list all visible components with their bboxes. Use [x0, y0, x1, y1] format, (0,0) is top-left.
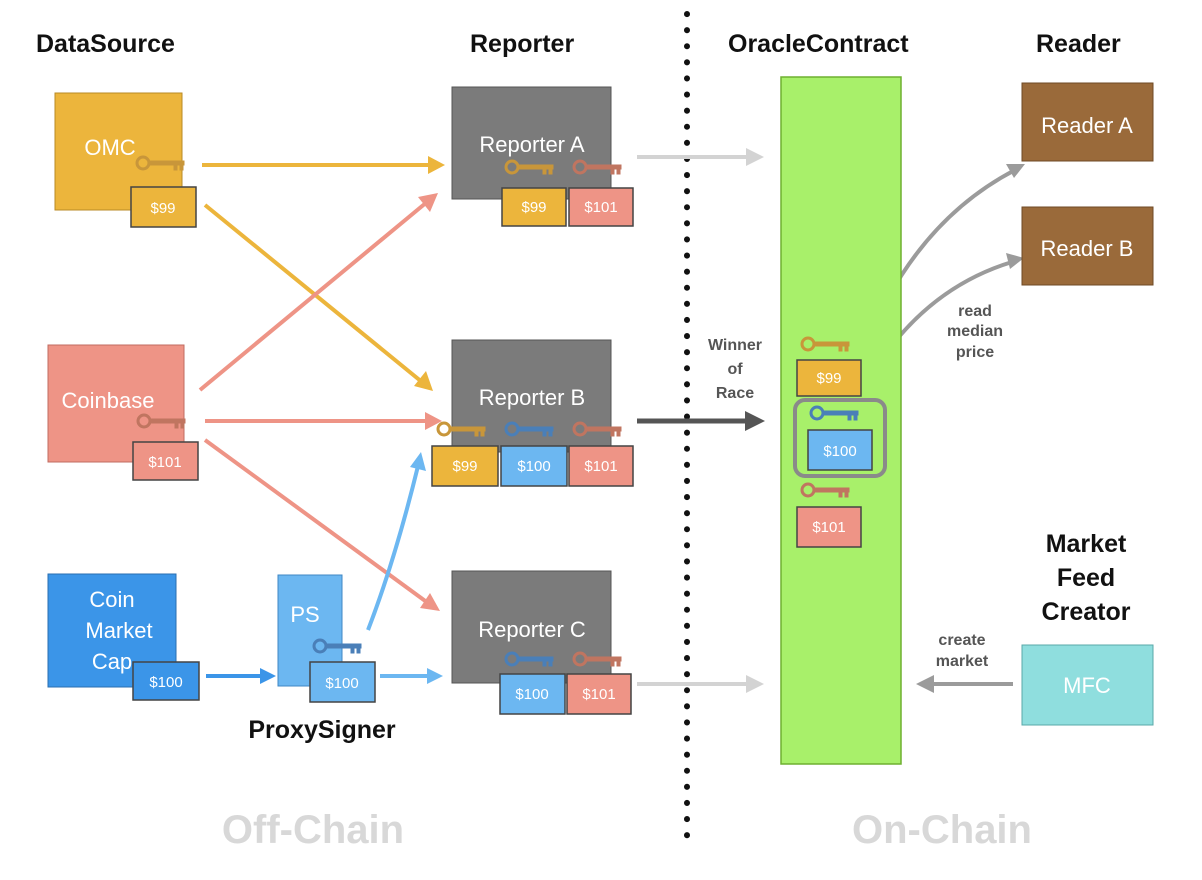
reporter-a: Reporter A $99 $101: [451, 86, 634, 227]
oracle-contract: $99 $100 $101: [780, 76, 902, 765]
svg-text:create: create: [938, 632, 985, 649]
datasource-coinmarketcap: Coin Market Cap $100: [47, 573, 200, 701]
header-reporter: Reporter: [470, 30, 574, 58]
reporter-c-price-2: $101: [582, 686, 615, 703]
mfc-label: MFC: [1063, 673, 1111, 698]
read-median-price-note: read median price: [947, 303, 1003, 361]
cmc-label-2: Market: [85, 618, 152, 643]
ps-price: $100: [325, 675, 358, 692]
header-oracle-contract: OracleContract: [728, 30, 909, 58]
coinbase-price: $101: [148, 454, 181, 471]
reporter-c: Reporter C $100 $101: [451, 570, 632, 715]
reporter-b-price-3: $101: [584, 458, 617, 475]
svg-text:price: price: [956, 344, 994, 361]
ps-label: PS: [290, 602, 319, 627]
proxy-signer-ps: PS $100: [277, 574, 376, 703]
omc-label: OMC: [84, 135, 135, 160]
svg-text:Creator: Creator: [1042, 598, 1131, 626]
median-highlight: [793, 398, 887, 478]
oracle-price-3: $101: [812, 519, 845, 536]
svg-text:Race: Race: [716, 385, 754, 402]
reporter-b-label: Reporter B: [479, 385, 585, 410]
header-datasource: DataSource: [36, 30, 175, 58]
svg-text:Winner: Winner: [708, 337, 762, 354]
mfc-box: MFC: [1021, 644, 1154, 726]
omc-price: $99: [150, 200, 175, 217]
reporter-a-label: Reporter A: [479, 132, 584, 157]
reporter-b-price-2: $100: [517, 458, 550, 475]
svg-text:Feed: Feed: [1057, 564, 1115, 592]
reporter-a-price-1: $99: [521, 199, 546, 216]
svg-text:read: read: [958, 303, 992, 320]
footer-off-chain: Off-Chain: [222, 808, 404, 852]
winner-of-race-note: Winner of Race: [708, 337, 762, 402]
reader-a: Reader A: [1021, 82, 1154, 162]
footer-on-chain: On-Chain: [852, 808, 1032, 852]
reader-b-label: Reader B: [1041, 236, 1134, 261]
arrow-ps-to-reporter-b: [366, 465, 420, 631]
arrow-coinbase-to-reporter-a: [198, 200, 429, 392]
oracle-price-2: $100: [823, 443, 856, 460]
header-proxy-signer: ProxySigner: [248, 716, 396, 744]
reporter-c-label: Reporter C: [478, 617, 586, 642]
reporter-b-price-1: $99: [452, 458, 477, 475]
datasource-omc: OMC $99: [54, 92, 197, 228]
create-market-note: create market: [936, 632, 989, 670]
oracle-price-1: $99: [816, 370, 841, 387]
arrow-coinbase-to-reporter-c: [203, 438, 430, 605]
reporter-c-price-1: $100: [515, 686, 548, 703]
svg-text:median: median: [947, 323, 1003, 340]
reader-a-label: Reader A: [1041, 113, 1133, 138]
svg-text:of: of: [727, 361, 743, 378]
mfc-title: Market Feed Creator: [1042, 530, 1131, 626]
svg-text:market: market: [936, 653, 989, 670]
reporter-a-price-2: $101: [584, 199, 617, 216]
reader-b: Reader B: [1021, 206, 1154, 286]
cmc-label-1: Coin: [89, 587, 134, 612]
cmc-label-3: Cap: [92, 649, 132, 674]
cmc-price: $100: [149, 674, 182, 691]
svg-text:Market: Market: [1046, 530, 1127, 558]
reporter-b: Reporter B $99 $100 $101: [431, 339, 634, 487]
header-reader: Reader: [1036, 30, 1121, 58]
datasource-coinbase: Coinbase $101: [47, 344, 199, 481]
coinbase-label: Coinbase: [62, 388, 155, 413]
